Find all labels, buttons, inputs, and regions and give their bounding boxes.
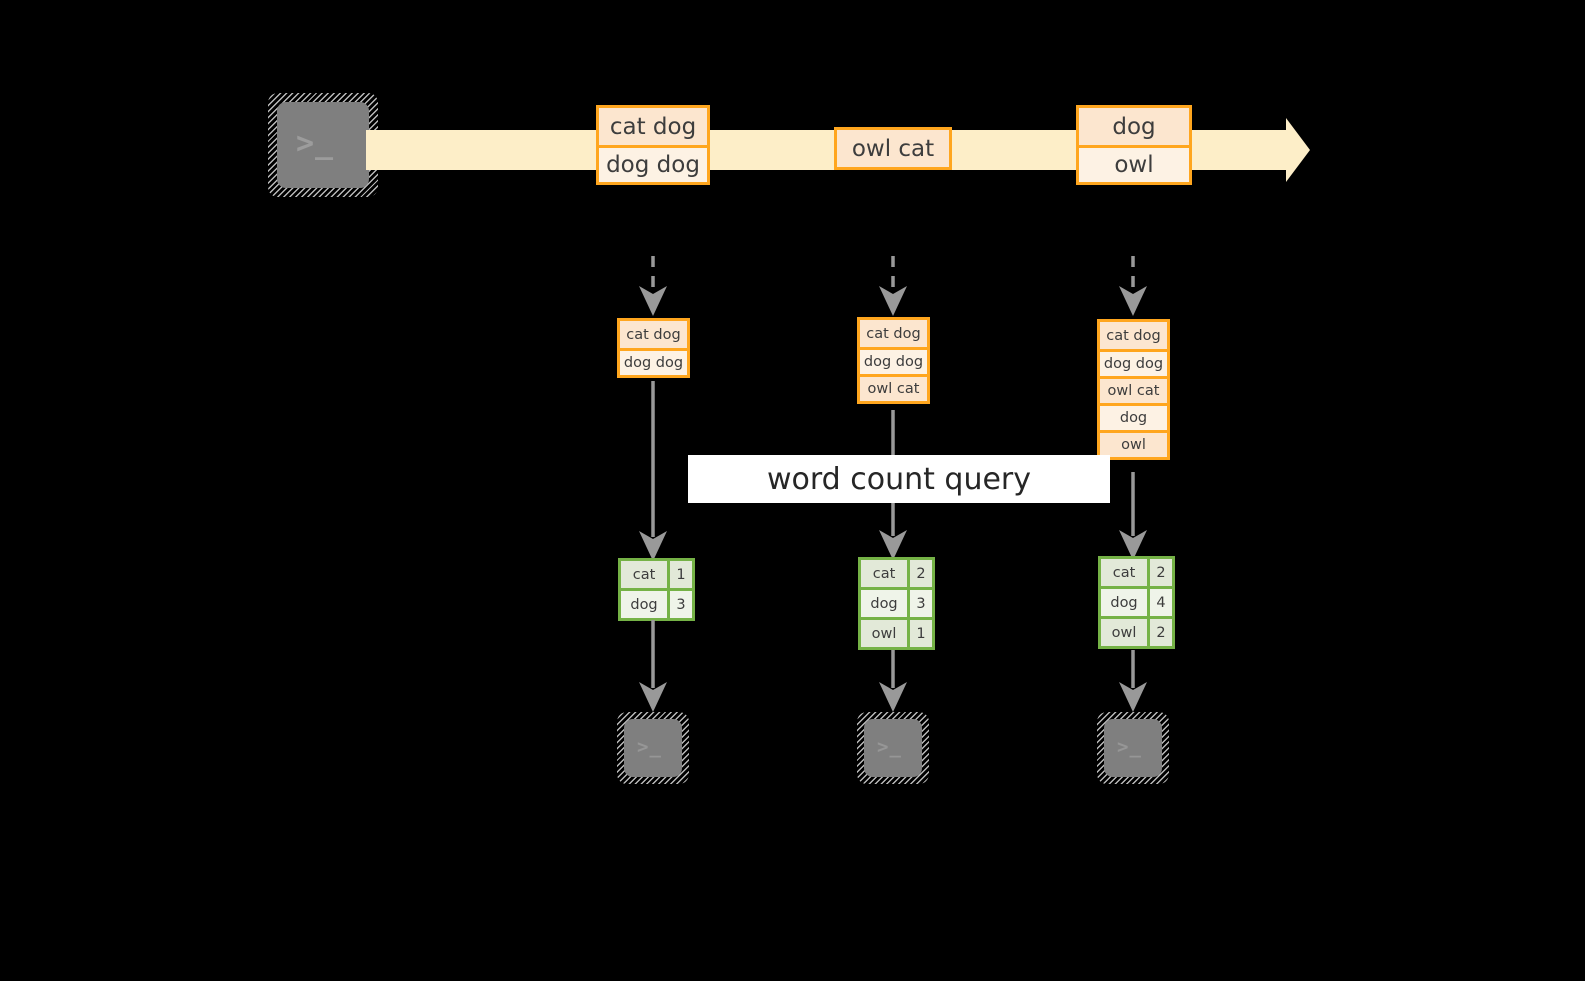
state-box-2[interactable]: cat dog dog dog owl cat dog owl <box>1097 319 1170 460</box>
result-count: 2 <box>907 560 932 587</box>
stream-message-0-line-0: cat dog <box>599 108 707 145</box>
state-box-1[interactable]: cat dog dog dog owl cat <box>857 317 930 404</box>
state-box-0[interactable]: cat dog dog dog <box>617 318 690 378</box>
ingest-arrow-0 <box>639 256 667 316</box>
terminal-body <box>864 719 922 777</box>
query-label: word count query <box>688 455 1110 503</box>
state-box-2-line-1: dog dog <box>1100 349 1167 376</box>
sink-terminal-icon-1[interactable]: >_ <box>857 712 929 784</box>
stream-arrow-head-icon <box>1262 118 1310 182</box>
terminal-prompt-glyph: >_ <box>296 126 335 161</box>
state-box-0-line-1: dog dog <box>620 348 687 375</box>
stream-message-2-line-0: dog <box>1079 108 1189 145</box>
result-table-1[interactable]: cat 2 dog 3 owl 1 <box>858 557 935 650</box>
result-count: 2 <box>1147 619 1172 646</box>
result-word: dog <box>621 591 667 618</box>
stream-message-1-line-0: owl cat <box>837 130 949 167</box>
result-word: cat <box>1101 559 1147 586</box>
terminal-body <box>1104 719 1162 777</box>
state-box-2-line-2: owl cat <box>1100 376 1167 403</box>
query-arrow-0 <box>639 381 667 561</box>
sink-terminal-icon-2[interactable]: >_ <box>1097 712 1169 784</box>
output-arrow-1 <box>879 650 907 712</box>
result-word: dog <box>861 590 907 617</box>
query-arrow-2 <box>1119 472 1147 560</box>
result-count: 1 <box>907 620 932 647</box>
source-terminal-icon[interactable]: >_ <box>268 93 378 197</box>
result-word: owl <box>1101 619 1147 646</box>
state-box-2-line-4: owl <box>1100 430 1167 457</box>
result-word: cat <box>861 560 907 587</box>
terminal-prompt-glyph: >_ <box>877 736 902 758</box>
result-word: owl <box>861 620 907 647</box>
result-row: dog 3 <box>621 588 692 618</box>
stream-message-1[interactable]: owl cat <box>834 127 952 170</box>
result-row: dog 3 <box>861 587 932 617</box>
stream-message-0[interactable]: cat dog dog dog <box>596 105 710 185</box>
result-word: dog <box>1101 589 1147 616</box>
result-row: dog 4 <box>1101 586 1172 616</box>
result-row: owl 2 <box>1101 616 1172 646</box>
result-count: 3 <box>667 591 692 618</box>
result-count: 4 <box>1147 589 1172 616</box>
terminal-prompt-glyph: >_ <box>637 736 662 758</box>
result-row: owl 1 <box>861 617 932 647</box>
result-count: 2 <box>1147 559 1172 586</box>
state-box-1-line-0: cat dog <box>860 320 927 347</box>
stream-message-2-line-1: owl <box>1079 145 1189 182</box>
result-row: cat 2 <box>861 560 932 587</box>
result-table-0[interactable]: cat 1 dog 3 <box>618 558 695 621</box>
output-arrow-2 <box>1119 650 1147 712</box>
result-count: 3 <box>907 590 932 617</box>
output-arrow-0 <box>639 620 667 712</box>
stream-message-2[interactable]: dog owl <box>1076 105 1192 185</box>
result-row: cat 2 <box>1101 559 1172 586</box>
state-box-2-line-0: cat dog <box>1100 322 1167 349</box>
result-table-2[interactable]: cat 2 dog 4 owl 2 <box>1098 556 1175 649</box>
terminal-body <box>624 719 682 777</box>
result-count: 1 <box>667 561 692 588</box>
state-box-1-line-1: dog dog <box>860 347 927 374</box>
state-box-0-line-0: cat dog <box>620 321 687 348</box>
result-row: cat 1 <box>621 561 692 588</box>
stream-message-0-line-1: dog dog <box>599 145 707 182</box>
terminal-prompt-glyph: >_ <box>1117 736 1142 758</box>
ingest-arrow-2 <box>1119 256 1147 316</box>
result-word: cat <box>621 561 667 588</box>
state-box-2-line-3: dog <box>1100 403 1167 430</box>
sink-terminal-icon-0[interactable]: >_ <box>617 712 689 784</box>
terminal-body <box>277 102 369 188</box>
ingest-arrow-1 <box>879 256 907 316</box>
state-box-1-line-2: owl cat <box>860 374 927 401</box>
